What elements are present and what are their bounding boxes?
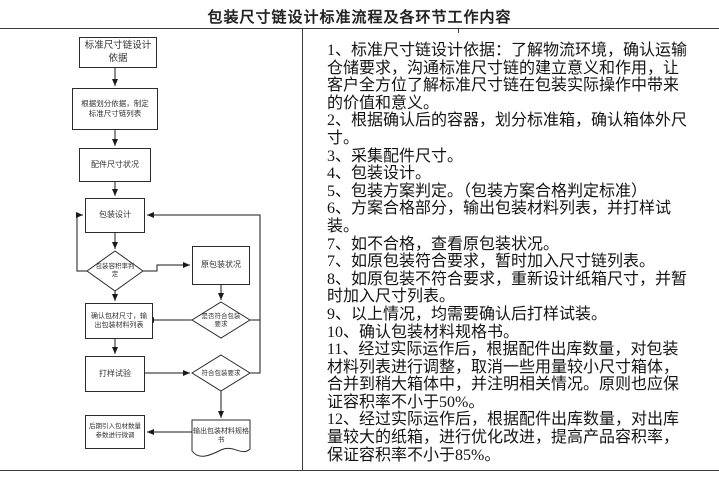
note-item: 2、根据确认后的容器，划分标准箱，确认箱体外尺寸。 (327, 112, 688, 147)
flow-node-confirm-size: 确认包材尺寸，输出包装材料列表 (85, 303, 153, 339)
footer-divider (0, 470, 719, 471)
flow-node-label: 根据划分依据，制定标准尺寸链列表 (81, 98, 149, 118)
flow-node-label: 打样试验 (99, 368, 131, 378)
decision-diamond-meet (191, 354, 251, 392)
decision-diamond-meet-question (191, 301, 251, 339)
note-item: 12、经过实际运作后，根据配件出库数量，对出库量较大的纸箱，进行优化改进，提高产… (327, 411, 680, 464)
flow-node-design-basis: 标准尺寸链设计依据 (79, 37, 157, 68)
flow-decision-label-meet-question: 是否符合包装要求 (201, 312, 241, 328)
note-item: 7、如原包装符合要求，暂时加入尺寸链列表。 (327, 253, 656, 271)
flow-node-label: 包装设计 (99, 210, 131, 220)
flow-line-feedback (250, 320, 261, 374)
flow-node-part-size: 配件尺寸状况 (79, 148, 151, 182)
flow-arrow-feedback (147, 212, 261, 321)
table-column-tick (458, 28, 459, 33)
flow-node-label: 确认包材尺寸，输出包装材料列表 (91, 311, 147, 329)
flow-node-make-list: 根据划分依据，制定标准尺寸链列表 (72, 88, 158, 130)
flow-arrow (143, 262, 190, 272)
note-item: 5、包装方案判定。（包装方案合格判定标准） (327, 182, 648, 200)
flow-decision-label-meet: 符合包装要求 (201, 369, 241, 377)
flow-node-label: 后期引入包材数量参数进行微调 (89, 423, 141, 439)
decision-diamond-volume (86, 250, 144, 292)
page-title: 包装尺寸链设计标准流程及各环节工作内容 (207, 10, 512, 26)
notes-panel: 1、标准尺寸链设计依据：了解物流环境，确认运输仓储要求，沟通标准尺寸链的建立意义… (327, 42, 693, 464)
document-shape (191, 419, 251, 457)
flow-node-original-status: 原包装状况 (192, 246, 250, 285)
flow-decision-label-volume: 包装容积率判定 (95, 262, 135, 278)
flow-node-sample-test: 打样试验 (85, 356, 145, 392)
note-item: 7、如不合格，查看原包装状况。 (327, 235, 560, 253)
note-item: 10、确认包装材料规格书。 (327, 323, 520, 341)
note-item: 4、包装设计。 (327, 165, 432, 183)
flow-arrow-loop-left (76, 212, 87, 272)
flowchart-panel: 标准尺寸链设计依据 根据划分依据，制定标准尺寸链列表 配件尺寸状况 包装设计 原… (0, 28, 302, 470)
note-item: 9、以上情况，均需要确认后打样试装。 (327, 305, 608, 323)
flow-node-label: 配件尺寸状况 (91, 159, 139, 169)
note-item: 1、标准尺寸链设计依据：了解物流环境，确认运输仓储要求，沟通标准尺寸链的建立意义… (327, 42, 688, 112)
note-item: 8、如原包装不符合要求，重新设计纸箱尺寸，并暂时加入尺寸列表。 (327, 270, 688, 306)
header-divider (0, 28, 719, 29)
flow-node-package-design: 包装设计 (85, 198, 145, 233)
flowchart-connectors (76, 68, 261, 457)
panel-divider (302, 28, 303, 470)
flow-node-later-adjust: 后期引入包材数量参数进行微调 (85, 415, 145, 449)
note-item: 6、方案合格部分，输出包装材料列表，并打样试装。 (327, 200, 672, 235)
flow-node-label: 原包装状况 (201, 260, 241, 270)
note-item: 3、采集配件尺寸。 (327, 147, 464, 165)
note-item: 11、经过实际运作后，根据配件出库数量，对包装材料列表进行调整，取消一些用量较小… (327, 341, 680, 411)
flow-document-label-output-spec: 输出包装材料规格书 (193, 426, 249, 444)
flow-node-label: 标准尺寸链设计依据 (84, 40, 152, 64)
